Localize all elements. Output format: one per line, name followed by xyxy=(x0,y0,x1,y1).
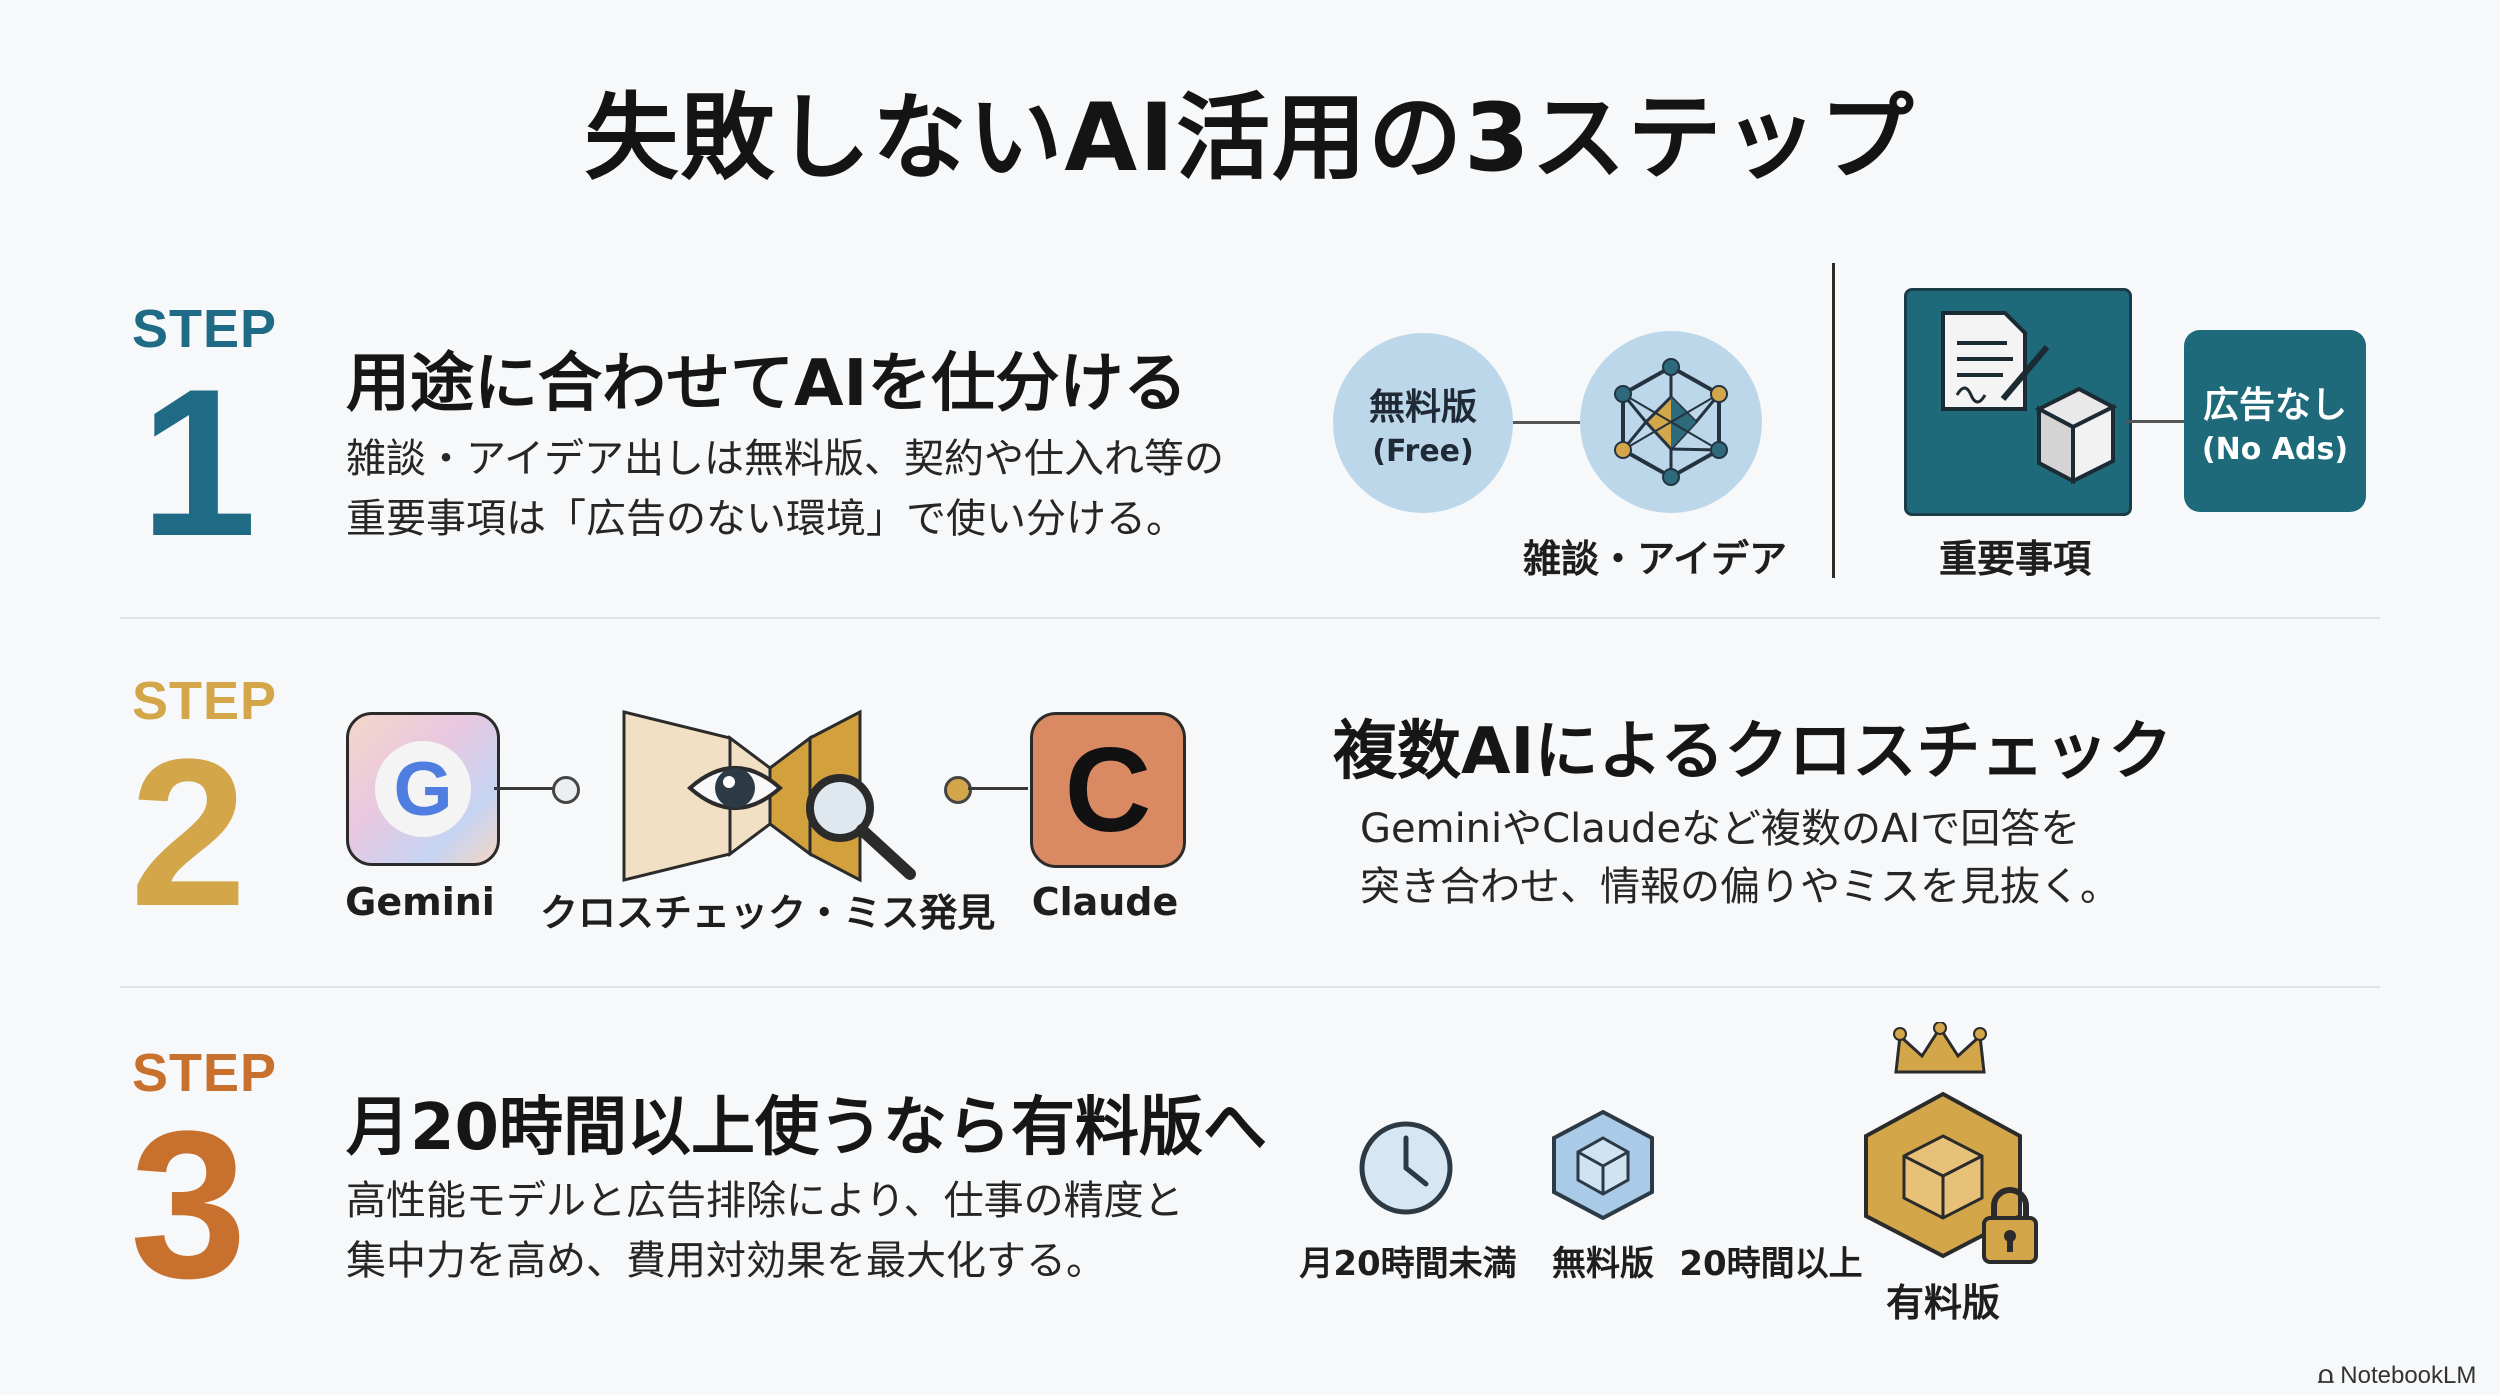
claude-label: Claude xyxy=(1031,880,1179,924)
step3-heading: 月20時間以上使うなら有料版へ xyxy=(346,1091,1268,1165)
cross-check-label: クロスチェック・ミス発見 xyxy=(540,891,996,935)
paid-cube-icon xyxy=(1858,1090,2028,1260)
gemini-icon: G xyxy=(346,712,500,866)
step2-number: 2 xyxy=(130,715,247,950)
lock-icon xyxy=(1978,1184,2042,1266)
cube-icon xyxy=(1548,1108,1658,1221)
step1-label: STEP xyxy=(132,299,278,359)
claude-icon: C xyxy=(1030,712,1186,868)
section-divider xyxy=(120,617,2380,619)
step2-desc-line1: GeminiやClaudeなど複数のAIで回答を xyxy=(1360,806,2081,852)
free-version-label-step3: 無料版 xyxy=(1552,1244,1654,1284)
no-ads-sublabel: (No Ads) xyxy=(2201,431,2349,467)
no-ads-label: 広告なし xyxy=(2202,384,2347,426)
section-divider xyxy=(120,986,2380,988)
step3-desc-line1: 高性能モデルと広告排除により、仕事の精度と xyxy=(346,1178,1184,1224)
idea-label: 雑談・アイデア xyxy=(1522,537,1788,581)
gemini-glyph: G xyxy=(393,746,453,832)
document-box-icon xyxy=(1941,311,2118,485)
notebooklm-icon: ⩍ xyxy=(2318,1362,2334,1389)
free-version-label: 無料版 xyxy=(1368,386,1477,428)
connector-line xyxy=(1513,421,1580,424)
gemini-label: Gemini xyxy=(345,880,495,924)
network-circle xyxy=(1580,331,1762,513)
under-20-hours-label: 月20時間未満 xyxy=(1299,1244,1517,1284)
step3-number: 3 xyxy=(130,1087,247,1322)
footer-brand: ⩍ NotebookLM xyxy=(2318,1362,2476,1390)
step1-desc-line2: 重要事項は「広告のない環境」で使い分ける。 xyxy=(346,496,1186,542)
step3-label: STEP xyxy=(132,1043,278,1103)
step2-heading: 複数AIによるクロスチェック xyxy=(1333,715,2173,789)
connector-line xyxy=(2126,420,2184,423)
footer-text: NotebookLM xyxy=(2340,1362,2477,1389)
paid-version-label: 有料版 xyxy=(1885,1281,2000,1325)
over-20-hours-label: 20時間以上 xyxy=(1679,1244,1863,1284)
free-version-circle: 無料版 (Free) xyxy=(1333,333,1513,513)
page-title: 失敗しないAI活用の3ステップ xyxy=(584,84,1916,193)
important-label: 重要事項 xyxy=(1938,537,2091,581)
step1-heading: 用途に合わせてAIを仕分ける xyxy=(346,347,1188,421)
step3-desc-line2: 集中力を高め、費用対効果を最大化する。 xyxy=(346,1238,1106,1284)
step2-desc-line2: 突き合わせ、情報の偏りやミスを見抜く。 xyxy=(1360,864,2120,910)
step1-number: 1 xyxy=(140,345,257,580)
step2-label: STEP xyxy=(132,671,278,731)
crown-icon xyxy=(1890,1021,1990,1082)
claude-glyph: C xyxy=(1064,723,1152,857)
vertical-divider xyxy=(1832,263,1835,578)
connector-line xyxy=(494,787,554,790)
no-ads-badge: 広告なし (No Ads) xyxy=(2184,330,2366,512)
connector-dot xyxy=(552,776,580,804)
important-matters-box xyxy=(1904,288,2132,516)
network-icon xyxy=(1614,358,1728,486)
step1-desc-line1: 雑談・アイデア出しは無料版、契約や仕入れ等の xyxy=(346,436,1224,482)
free-version-sublabel: (Free) xyxy=(1372,433,1474,469)
connector-dot xyxy=(944,776,972,804)
clock-icon xyxy=(1356,1118,1456,1218)
connector-line xyxy=(968,787,1028,790)
cross-check-icon xyxy=(620,708,920,884)
